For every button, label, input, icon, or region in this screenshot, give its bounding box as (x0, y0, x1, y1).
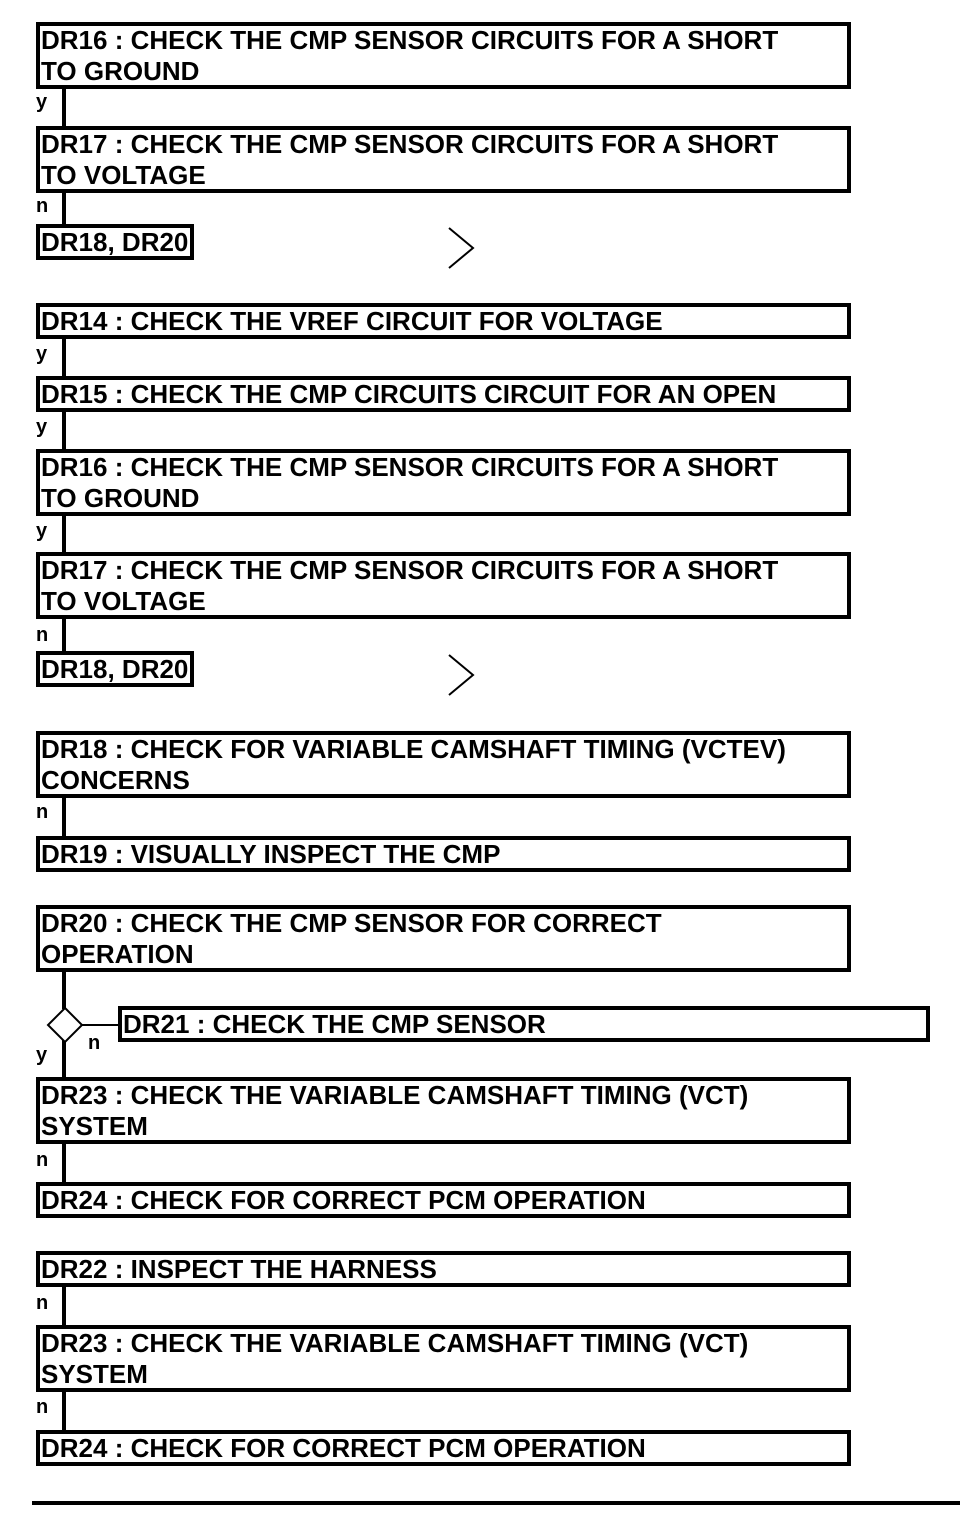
goto-text: DR18, DR20 (41, 227, 189, 257)
step-dr22: DR22 : INSPECT THE HARNESS (36, 1251, 851, 1287)
connector-line (62, 192, 66, 228)
step-text: DR24 : CHECK FOR CORRECT PCM OPERATION (41, 1433, 646, 1463)
edge-label: y (36, 343, 48, 365)
edge-label: y (36, 520, 48, 542)
connector-line (62, 1287, 66, 1327)
step-text: DR16 : CHECK THE CMP SENSOR CIRCUITS FOR… (41, 25, 779, 86)
step-dr21: DR21 : CHECK THE CMP SENSOR (118, 1006, 930, 1042)
step-dr20: DR20 : CHECK THE CMP SENSOR FOR CORRECT … (36, 905, 851, 972)
goto-dr18-dr20[interactable]: DR18, DR20 (36, 224, 195, 260)
step-text: DR23 : CHECK THE VARIABLE CAMSHAFT TIMIN… (41, 1328, 749, 1389)
connector-line (62, 1040, 66, 1079)
step-text: DR19 : VISUALLY INSPECT THE CMP (41, 839, 501, 869)
chevron-right-icon[interactable] (446, 653, 476, 697)
step-text: DR20 : CHECK THE CMP SENSOR FOR CORRECT … (41, 908, 662, 969)
step-text: DR21 : CHECK THE CMP SENSOR (123, 1009, 546, 1039)
step-text: DR23 : CHECK THE VARIABLE CAMSHAFT TIMIN… (41, 1080, 749, 1141)
diamond-decision-icon (46, 1006, 120, 1044)
edge-label: y (36, 416, 48, 438)
step-text: DR15 : CHECK THE CMP CIRCUITS CIRCUIT FO… (41, 379, 777, 409)
step-text: DR17 : CHECK THE CMP SENSOR CIRCUITS FOR… (41, 555, 779, 616)
step-dr16: DR16 : CHECK THE CMP SENSOR CIRCUITS FOR… (36, 449, 851, 516)
chevron-right-icon[interactable] (446, 226, 476, 270)
edge-label: n (88, 1032, 101, 1054)
step-text: DR24 : CHECK FOR CORRECT PCM OPERATION (41, 1185, 646, 1215)
step-text: DR18 : CHECK FOR VARIABLE CAMSHAFT TIMIN… (41, 734, 786, 795)
step-text: DR17 : CHECK THE CMP SENSOR CIRCUITS FOR… (41, 129, 779, 190)
step-dr24: DR24 : CHECK FOR CORRECT PCM OPERATION (36, 1182, 851, 1218)
edge-label: y (36, 1044, 48, 1066)
step-dr17: DR17 : CHECK THE CMP SENSOR CIRCUITS FOR… (36, 552, 851, 619)
connector-line (62, 338, 66, 378)
connector-line (62, 971, 66, 1009)
edge-label: n (36, 1292, 49, 1314)
connector-line (62, 619, 66, 653)
edge-label: n (36, 195, 49, 217)
step-dr24: DR24 : CHECK FOR CORRECT PCM OPERATION (36, 1430, 851, 1466)
step-dr23: DR23 : CHECK THE VARIABLE CAMSHAFT TIMIN… (36, 1325, 851, 1392)
connector-line (62, 1144, 66, 1184)
connector-line (62, 88, 66, 128)
connector-line (62, 411, 66, 451)
edge-label: y (36, 91, 48, 113)
connector-line (62, 1392, 66, 1432)
bottom-divider (32, 1501, 960, 1505)
step-dr17: DR17 : CHECK THE CMP SENSOR CIRCUITS FOR… (36, 126, 851, 193)
step-dr15: DR15 : CHECK THE CMP CIRCUITS CIRCUIT FO… (36, 376, 851, 412)
edge-label: n (36, 801, 49, 823)
step-dr19: DR19 : VISUALLY INSPECT THE CMP (36, 836, 851, 872)
step-text: DR14 : CHECK THE VREF CIRCUIT FOR VOLTAG… (41, 306, 663, 336)
step-dr23: DR23 : CHECK THE VARIABLE CAMSHAFT TIMIN… (36, 1077, 851, 1144)
step-text: DR22 : INSPECT THE HARNESS (41, 1254, 437, 1284)
step-text: DR16 : CHECK THE CMP SENSOR CIRCUITS FOR… (41, 452, 779, 513)
connector-line (62, 516, 66, 554)
connector-line (62, 798, 66, 838)
goto-dr18-dr20[interactable]: DR18, DR20 (36, 651, 195, 687)
step-dr16: DR16 : CHECK THE CMP SENSOR CIRCUITS FOR… (36, 22, 851, 89)
edge-label: n (36, 1396, 49, 1418)
goto-text: DR18, DR20 (41, 654, 189, 684)
edge-label: n (36, 1149, 49, 1171)
step-dr18: DR18 : CHECK FOR VARIABLE CAMSHAFT TIMIN… (36, 731, 851, 798)
edge-label: n (36, 624, 49, 646)
step-dr14: DR14 : CHECK THE VREF CIRCUIT FOR VOLTAG… (36, 303, 851, 339)
